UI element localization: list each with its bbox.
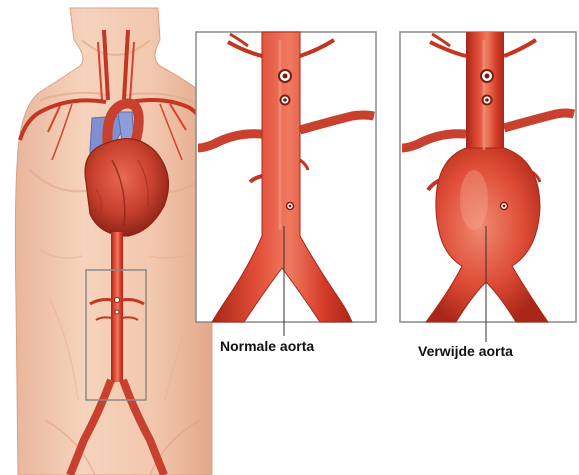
normal-aorta-label: Normale aorta <box>220 338 314 354</box>
dilated-aorta-panel <box>400 32 576 322</box>
normal-aorta-panel <box>196 32 376 322</box>
dilated-aorta-label: Verwijde aorta <box>418 343 513 359</box>
